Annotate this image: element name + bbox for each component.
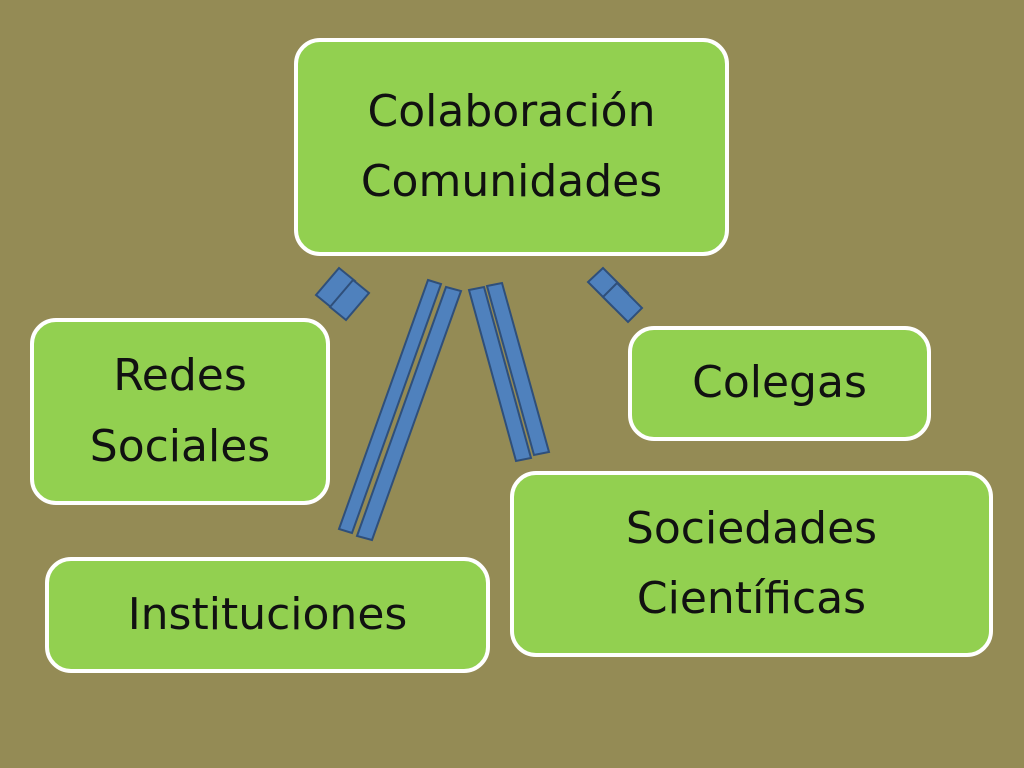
- connector-instituciones: [337, 278, 463, 542]
- connector-redes: [314, 266, 371, 322]
- central-node-colaboracion: Colaboración Comunidades: [294, 38, 729, 256]
- central-node-line: Colaboración: [367, 85, 656, 137]
- node-instituciones: Instituciones: [45, 557, 490, 673]
- node-redes-sociales: Redes Sociales: [30, 318, 330, 505]
- connector-sociedades: [467, 281, 551, 463]
- node-line: Instituciones: [127, 588, 408, 640]
- node-line: Científicas: [636, 573, 867, 624]
- node-line: Colegas: [692, 357, 867, 409]
- node-line: Sociales: [89, 420, 271, 472]
- node-colegas: Colegas: [628, 326, 931, 441]
- node-line: Redes: [113, 350, 247, 402]
- node-sociedades-cientificas: Sociedades Científicas: [510, 471, 993, 657]
- node-line: Sociedades: [625, 502, 878, 554]
- connector-colegas: [586, 266, 644, 324]
- central-node-line: Comunidades: [360, 156, 663, 207]
